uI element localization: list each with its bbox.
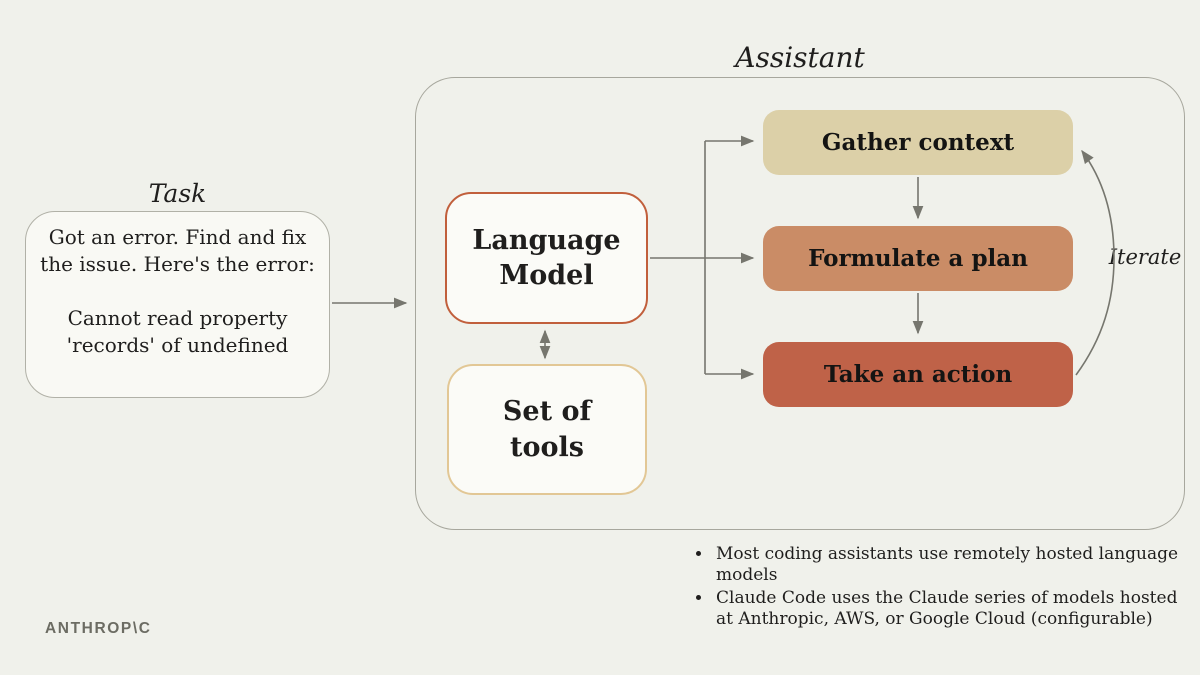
step-formulate-plan: Formulate a plan [763, 226, 1073, 291]
note-item: Claude Code uses the Claude series of mo… [713, 588, 1180, 631]
notes-block: Most coding assistants use remotely host… [690, 544, 1180, 631]
task-label: Task [148, 179, 207, 208]
step-gather-context: Gather context [763, 110, 1073, 175]
assistant-title: Assistant [735, 41, 865, 74]
notes-list: Most coding assistants use remotely host… [690, 544, 1180, 630]
task-error-text: Cannot read property 'records' of undefi… [66, 306, 289, 357]
set-of-tools-node: Set of tools [447, 364, 647, 495]
anthropic-logo: ANTHROP\C [45, 620, 152, 637]
step-take-action: Take an action [763, 342, 1073, 407]
iterate-label: Iterate [1108, 245, 1182, 269]
task-request-text: Got an error. Find and fix the issue. He… [40, 225, 315, 276]
note-item: Most coding assistants use remotely host… [713, 544, 1180, 587]
language-model-node: Language Model [445, 192, 648, 324]
task-box: Got an error. Find and fix the issue. He… [25, 211, 330, 398]
assistant-container [415, 77, 1185, 530]
